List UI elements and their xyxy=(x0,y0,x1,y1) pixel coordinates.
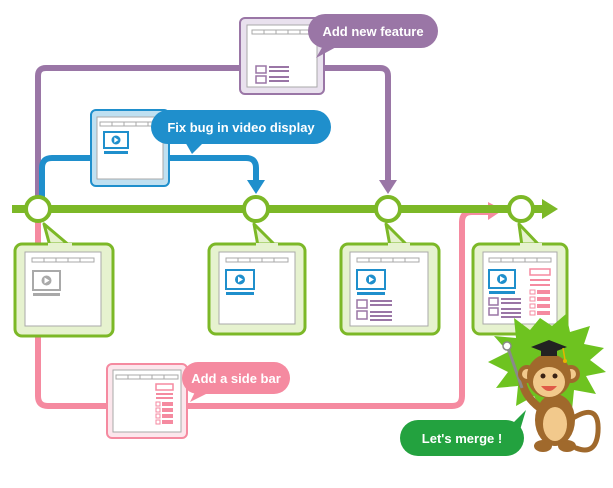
snapshot-card-all-merged xyxy=(471,222,569,336)
feature-arrow-head-icon xyxy=(379,180,397,194)
merge-speech-bubble: Let's merge ! xyxy=(400,410,526,456)
video-icon xyxy=(32,270,61,296)
merge-label: Let's merge ! xyxy=(422,431,502,446)
feature-branch-line xyxy=(35,65,391,210)
pointer-stick-icon xyxy=(506,347,524,389)
video-icon xyxy=(103,131,129,154)
snapshot-card-bugfix-merged xyxy=(207,222,307,336)
bugfix-arrow-head-icon xyxy=(247,180,265,194)
bugfix-speech-bubble: Fix bug in video display xyxy=(151,110,331,154)
video-icon xyxy=(488,269,516,294)
video-icon xyxy=(225,269,255,295)
graduation-cap-icon xyxy=(531,340,567,363)
commit-node-2 xyxy=(242,195,270,223)
bugfix-label: Fix bug in video display xyxy=(167,120,315,135)
snapshot-card-initial xyxy=(13,222,115,338)
snapshot-card-feature-merged xyxy=(339,222,441,336)
main-arrow-head-icon xyxy=(542,199,558,219)
feature-speech-bubble: Add new feature xyxy=(308,14,438,58)
sidebar-label: Add a side bar xyxy=(191,371,281,386)
commit-node-3 xyxy=(374,195,402,223)
feature-label: Add new feature xyxy=(322,24,423,39)
commit-node-4 xyxy=(507,195,535,223)
feature-content-block xyxy=(356,299,392,321)
feature-branch-card xyxy=(239,17,325,95)
sidebar-branch-line xyxy=(35,209,490,409)
sidebar-content-block xyxy=(529,268,551,316)
sidebar-speech-bubble: Add a side bar xyxy=(182,362,290,402)
commit-node-1 xyxy=(24,195,52,223)
video-icon xyxy=(356,269,386,295)
feature-content-block xyxy=(488,297,521,318)
monkey-mascot xyxy=(488,314,606,453)
sidebar-branch-card xyxy=(106,363,188,439)
